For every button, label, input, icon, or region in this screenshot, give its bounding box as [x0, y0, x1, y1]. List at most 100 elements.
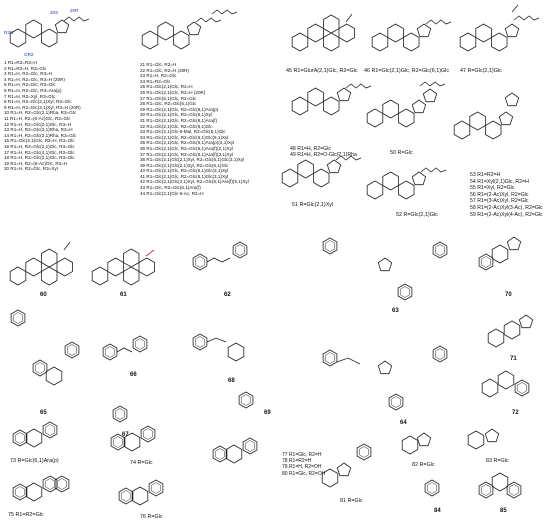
compound-82-label: 82 R=Glc	[412, 462, 435, 468]
compound-76-skeleton	[119, 480, 163, 505]
compound-69-skeleton	[238, 391, 254, 409]
compound-label: 44 R1=Glc(2,1)Glc-6-Ac, R2=H	[140, 190, 204, 196]
compound-label: 58 R1=(2-Ac)Xyl(3-Ac), R2=Glc	[470, 204, 543, 211]
series-1-20: 1 R1=R2=R3=H 2 R1=R2=H, R3=Glc 3 R1=H, R…	[4, 60, 81, 172]
compound-label: 39 R1=Glc(2,1)Glc(2,1)Xyl, R2=Glc(6,1)Gl…	[140, 162, 229, 168]
compound-73-label: 73 R=Glc(6,1)Ara(p)	[10, 458, 59, 464]
compound-60-skeleton	[10, 241, 72, 285]
compound-label: 49 R1=H, R2=O-Glc(2,1)Rha	[290, 152, 357, 159]
compound-61-skeleton	[92, 249, 154, 285]
compound-label: 17 R1=H, R2=Glc(4,1)Glc, R3=Glc	[4, 149, 75, 155]
compound-67-skeleton	[112, 405, 128, 423]
compound-84-number: 84	[434, 508, 441, 514]
compound-label: 23 R1=H, R2=Glc	[140, 73, 177, 79]
compound-77-80-skeleton	[213, 438, 257, 463]
or2-label: OR2	[24, 52, 34, 57]
compound-label: 16 R1=H, R2=Glc(2,1)Glc, R3=Glc	[4, 143, 75, 149]
compound-label: 38 R1=Glc(2,1)Glc(2,1)Xyl, R2=Glc(6,1)Gl…	[140, 157, 245, 163]
compound-label: 57 R1=(3-Ac)Xyl, R2=Glc	[470, 198, 529, 205]
compound-50-skeleton	[367, 81, 446, 127]
compound-label: 35 R1=Glc(2,1)Glc, R2=Glc(6,1)Ara(p)(4,1…	[140, 140, 235, 146]
compound-70-skeleton	[478, 236, 522, 271]
compound-62-skeleton	[192, 241, 248, 271]
compound-52-label: 52 R=Glc(2,1)Glc	[396, 212, 438, 218]
compound-label: 40 R1=Glc(2,1)Glc, R2=Glc(6,1)Glc(3,1)Xy…	[140, 168, 229, 174]
compound-1-20-skeleton	[10, 16, 90, 47]
compound-48-49-skeleton	[292, 83, 372, 115]
compound-label: 59 R1=(2-Ac)Xyl(4-Ac), R2=Glc	[470, 211, 543, 218]
compound-71-number: 71	[510, 356, 517, 362]
compound-label: 32 R1=Glc(2,1)Glc, R2=Glc(6,1)Glc	[140, 123, 213, 129]
compound-label: 6 R1=H, R2=Glc, R3=Ara(p)	[4, 87, 62, 93]
compound-label: 18 R1=H, R2=Glc(2,1)Glc, R3=Glc	[4, 155, 75, 161]
compound-85-skeleton	[478, 472, 522, 499]
compound-53-59-skeleton	[454, 92, 520, 139]
compound-label: 3 R1=H, R2=Glc, R3=H	[4, 71, 53, 77]
compound-label: 80 R1=Glc, R2=OH	[282, 470, 326, 477]
compound-62-number: 62	[224, 292, 231, 298]
compound-label: 22 R1=Glc, R2=H (20R)	[140, 67, 190, 73]
compound-65-number: 65	[40, 410, 47, 416]
compound-label: 29 R1=Glc(2,1)Glc, R2=Glc(6,1)Ara(p)	[140, 106, 219, 112]
compound-47-label: 47 R=Glc(2,1)Glc	[460, 68, 502, 74]
compound-45-label: 45 R1=GlurA(2,1)Glc, R2=Glc	[286, 68, 358, 74]
compound-71-skeleton	[487, 314, 534, 348]
compound-label: 11 R1=H, R2=(6-Ac)Glc, R3=Glc	[4, 115, 71, 121]
compound-61-number: 61	[120, 292, 127, 298]
compound-label: 43 R1=Glc, R2=Glc(6,1)Ara(f)	[140, 185, 201, 191]
compound-label: 42 R1=Glc(2,1)Glc(2,1)Xyl, R2=Glc(6,1)Ar…	[140, 179, 249, 185]
compound-84-skeleton	[424, 479, 440, 497]
compound-label: 36 R1=Glc(2,1)Glc, R2=Glc(6,1)Ara(f)(2,1…	[140, 145, 233, 151]
series-21-44: 21 R1=Glc, R2=H 22 R1=Glc, R2=H (20R) 23…	[140, 62, 249, 196]
compound-label: 78 R1=R2=H	[282, 458, 312, 465]
compound-68-skeleton	[192, 333, 245, 362]
compound-label: 1 R1=R2=R3=H	[4, 60, 37, 65]
compound-label: 56 R1=(2-Ac)Xyl, R2=Glc	[470, 191, 529, 198]
compound-label: 7 R1=H, R2=Xyl, R3=Glc	[4, 93, 56, 99]
compound-81-skeleton	[321, 443, 372, 488]
compound-75-skeleton	[13, 475, 70, 501]
compound-label: 54 R1=Xyl(2,1)Glc, R2=H	[470, 178, 529, 185]
compound-83-label: 83 R=Glc	[486, 458, 509, 464]
compound-label: 4 R1=H, R2=Glc, R3=H (20R)	[4, 76, 65, 82]
compound-74-label: 74 R=Glc	[130, 460, 153, 466]
compound-label: 12 R1=H, R2=Glc(2,1)Glc, R3=H	[4, 121, 72, 127]
compound-label: 55 R1=Xyl, R2=Glc	[470, 185, 515, 192]
compound-label: 53 R1=R2=H	[470, 172, 501, 178]
compound-label: 31 R1=Glc(2,1)Glc, R2=Glc(6,1)Ara(f)	[140, 117, 218, 123]
compound-51-skeleton	[282, 155, 362, 187]
compound-63-skeleton	[322, 237, 448, 301]
compound-label: 24 R1=R2=Glc	[140, 78, 171, 84]
compound-68-number: 68	[228, 378, 235, 384]
20r-label: 20R	[70, 8, 79, 13]
compound-label: 19 R1=H, R2=(6-Ac)Glc, R3=H	[4, 160, 68, 166]
compound-66-number: 66	[130, 372, 137, 378]
compound-76-label: 76 R=Glc	[140, 514, 163, 520]
series-53-59: 53 R1=R2=H 54 R1=Xyl(2,1)Glc, R2=H 55 R1…	[470, 172, 543, 218]
compound-label: 26 R1=Glc(2,1)Glc, R2=H (20R)	[140, 89, 206, 95]
compound-label: 8 R1=H, R2=Glc(2,1)Xyl, R3=Glc	[4, 99, 72, 105]
r3o-label: R3O	[4, 30, 14, 35]
compound-66-skeleton	[102, 335, 148, 361]
compound-64-skeleton	[322, 345, 448, 411]
compound-50-label: 50 R=Glc	[390, 150, 413, 156]
compound-label: 30 R1=Glc(2,1)Glc, R2=Glc(6,1)Xyl	[140, 112, 212, 118]
compound-74-skeleton	[111, 426, 155, 451]
compound-label: 9 R1=H, R2=Glc(2,1)Xyl, R3=H (20R)	[4, 104, 81, 110]
compound-label: 20 R1=H, R2=Glc, R3=Xyl	[4, 166, 58, 172]
compound-label: 34 R1=Glc(2,1)Glc, R2=Glc(6,1)Glc(6,1)Xy…	[140, 134, 229, 140]
series-48-49: 48 R1=H, R2=Glc 49 R1=H, R2=O-Glc(2,1)Rh…	[290, 146, 357, 159]
compound-label: 28 R1=Glc, R2=Glc(6,1)Glc	[140, 101, 197, 107]
compound-47-skeleton	[460, 4, 540, 51]
compound-label: 33 R1=Glc(2,1)Glc-6-Mal, R2=Glc(6,1)Glc	[140, 129, 226, 135]
compound-label: 48 R1=H, R2=Glc	[290, 146, 331, 152]
compound-72-number: 72	[512, 410, 519, 416]
compound-label: 14 R1=H, R2=Glc(2,1)Rha, R3=Glc	[4, 132, 77, 138]
compound-label: 21 R1=Glc, R2=H	[140, 62, 177, 67]
compound-45-skeleton	[292, 13, 354, 51]
compound-46-skeleton	[372, 19, 452, 51]
compound-label: 25 R1=Glc(2,1)Glc, R2=H	[140, 84, 193, 90]
compound-21-44-skeleton	[142, 9, 238, 49]
